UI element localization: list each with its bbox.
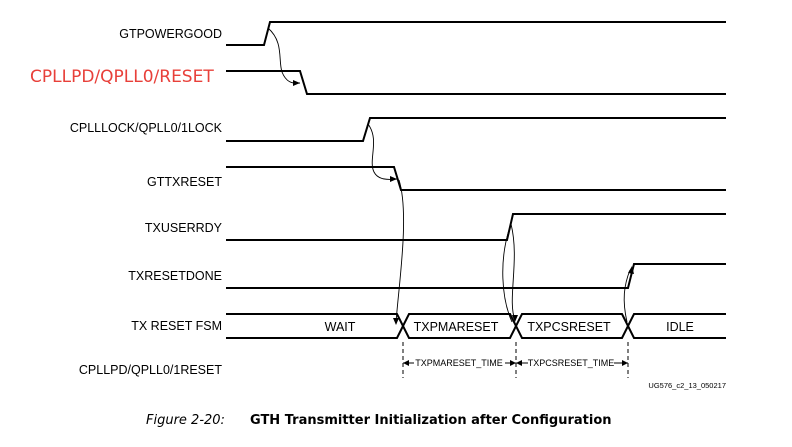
timing-markers — [402, 342, 629, 378]
causality-arrows — [267, 27, 634, 325]
label-gtpowergood: GTPOWERGOOD — [119, 27, 222, 41]
wave-txresetdone — [226, 263, 726, 289]
fsm-state-txpmareset: TXPMARESET — [414, 320, 499, 334]
wave-cpllpd-reset — [226, 70, 726, 95]
label-gttxreset: GTTXRESET — [147, 175, 222, 189]
fsm-bus — [226, 313, 726, 339]
label-cplllock: CPLLLOCK/QPLL0/1LOCK — [70, 121, 223, 135]
label-cpllpd-1reset: CPLLPD/QPLL0/1RESET — [79, 363, 222, 377]
wave-gttxreset — [226, 166, 726, 191]
caption-title: GTH Transmitter Initialization after Con… — [250, 413, 612, 428]
fsm-state-txpcsreset: TXPCSRESET — [527, 320, 611, 334]
wave-cplllock — [226, 117, 726, 142]
label-txresetdone: TXRESETDONE — [128, 269, 222, 283]
figure-id: UG576_c2_13_050217 — [648, 381, 726, 390]
txpcsreset-time-label: TXPCSRESET_TIME — [528, 358, 615, 368]
label-txuserrdy: TXUSERRDY — [145, 221, 223, 235]
txpmareset-time-label: TXPMARESET_TIME — [415, 358, 503, 368]
caption-number: Figure 2-20: — [146, 413, 225, 428]
label-tx-reset-fsm: TX RESET FSM — [131, 319, 222, 333]
label-cpllpd-reset: CPLLPD/QPLL0/RESET — [30, 67, 214, 87]
fsm-state-idle: IDLE — [666, 320, 694, 334]
fsm-state-wait: WAIT — [325, 320, 356, 334]
wave-txuserrdy — [226, 213, 726, 241]
wave-gtpowergood — [226, 21, 726, 46]
